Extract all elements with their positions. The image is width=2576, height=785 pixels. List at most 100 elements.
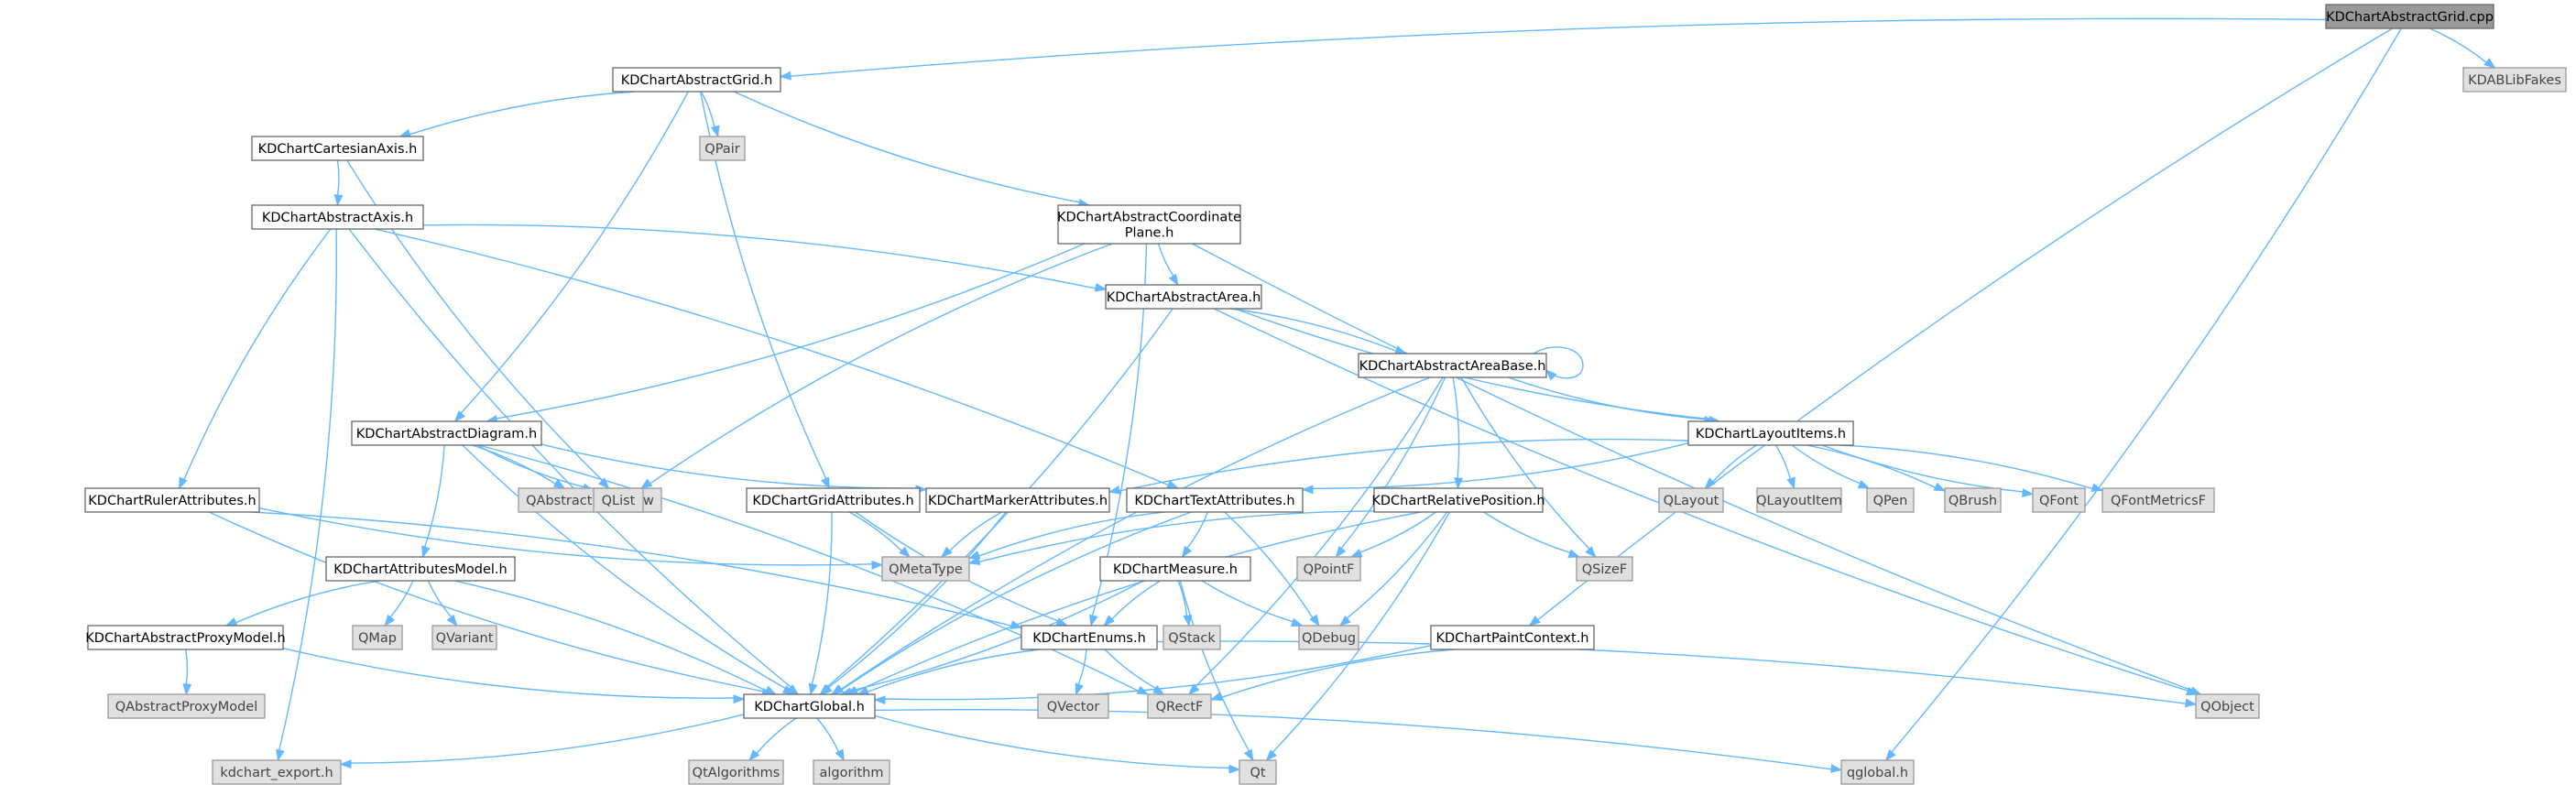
edge-attrmodel-to-qvariant [427,580,458,627]
edge-arrowhead [1338,615,1351,627]
edge-arrowhead [781,684,795,695]
node-textattr[interactable]: KDChartTextAttributes.h [1126,487,1304,513]
node-box [1576,556,1633,582]
edge-rulerattr-to-qmetatype [258,507,884,570]
edge-areabase-to-relpos [1452,376,1464,490]
node-label: QAbstractProxyModel [115,700,258,714]
node-layoutitems[interactable]: KDChartLayoutItems.h [1687,420,1854,446]
node-global[interactable]: KDChartGlobal.h [743,693,876,719]
edge-enums-to-qobject [1156,640,2198,708]
edge-arrowhead [1089,614,1098,627]
edge-arrowhead [1394,345,1407,354]
edge-arrowhead [1528,615,1541,627]
edge-line [1791,444,1861,485]
edge-line [1234,308,1711,420]
node-qfontmetricsf: QFontMetricsF [2101,487,2215,513]
edge-layoutitems-to-markerattr [1108,438,1689,495]
edge-global-to-qt [874,714,1241,774]
edge-line [1213,308,2189,692]
edge-textattr-to-qdebug [1224,511,1320,627]
node-qabstractproxymodel: QAbstractProxyModel [107,693,266,719]
edge-abstractdiagram-to-global [462,444,795,695]
edge-line [388,580,414,618]
node-box [352,625,403,650]
node-box [1298,625,1359,650]
edge-arrowhead [764,685,777,695]
node-rulerattr[interactable]: KDChartRulerAttributes.h [84,487,260,513]
edge-line [1118,438,1689,492]
edge-arrowhead [831,684,845,695]
node-box [325,556,516,582]
node-enums[interactable]: KDChartEnums.h [1021,625,1158,650]
edge-line [1536,27,2394,621]
edge-arrowhead [597,477,610,489]
node-label: KDChartAbstractDiagram.h [356,427,537,442]
node-box [743,693,876,719]
node-root[interactable]: KDChartAbstractGrid.cpp [2325,4,2494,29]
edge-line [855,511,1422,692]
node-kdchart_export: kdchart_export.h [212,759,342,785]
edge-arrowhead [1704,477,1717,490]
node-label: QDebug [1302,631,1356,646]
edge-arrowhead [2090,483,2104,492]
edge-arrowhead [1243,748,1254,762]
node-proxymodel[interactable]: KDChartAbstractProxyModel.h [85,625,286,650]
edge-markerattr-to-global [820,511,1007,695]
node-abstractarea[interactable]: KDChartAbstractArea.h [1105,284,1262,310]
edge-line [1201,580,1294,623]
edge-line [883,645,1432,701]
node-abstractdiagram[interactable]: KDChartAbstractDiagram.h [351,420,542,446]
edge-arrowhead [748,749,760,762]
node-box [881,556,970,582]
node-label: QVector [1047,700,1100,714]
node-label: KDChartMarkerAttributes.h [928,494,1108,508]
node-relpos[interactable]: KDChartRelativePosition.h [1371,487,1545,513]
node-attrmodel[interactable]: KDChartAttributesModel.h [325,556,516,582]
edge-arrowhead [2184,698,2198,708]
edge-line [849,580,1144,692]
node-abstractaxis[interactable]: KDChartAbstractAxis.h [251,204,424,230]
node-box [1756,487,1842,513]
edge-line [1346,511,1448,620]
node-label: kdchart_export.h [220,766,333,780]
node-paintcontext[interactable]: KDChartPaintContext.h [1430,625,1595,650]
edge-arrowhead [384,614,396,627]
edge-arrowhead [733,694,746,704]
node-cartesianaxis[interactable]: KDChartCartesianAxis.h [251,136,424,161]
node-box [1021,625,1158,650]
node-label: algorithm [820,766,884,780]
node-qmetatype: QMetaType [881,556,970,582]
node-areabase[interactable]: KDChartAbstractAreaBase.h [1358,353,1547,378]
edge-line [1177,580,1188,617]
node-label: QLayout [1664,494,1719,508]
edge-abstractaxis-to-textattr [374,228,1180,489]
edges-layer [179,17,2496,774]
node-qlayoutitem: QLayoutItem [1756,487,1842,513]
edge-arrowhead [967,556,981,565]
edge-areabase-to-qsizef [1460,376,1597,559]
edge-line [258,507,874,566]
edge-line [1359,511,1436,553]
edge-abstractaxis-to-abstractarea [422,224,1108,292]
edge-arrowhead [786,683,800,695]
node-qglobal: qglobal.h [1840,759,1915,785]
edge-arrowhead [710,125,720,138]
edge-arrowhead [1209,692,1223,701]
node-gridattr[interactable]: KDChartGridAttributes.h [746,487,921,513]
node-box [251,136,424,161]
node-label: KDChartAbstractCoordinate [1057,211,1241,225]
edge-line [1179,580,1250,753]
node-markerattr[interactable]: KDChartMarkerAttributes.h [925,487,1110,513]
node-measure[interactable]: KDChartMeasure.h [1099,556,1251,582]
node-qpair: QPair [699,136,746,161]
edge-line [1533,346,1584,379]
node-label: Qt [1250,766,1265,780]
node-label: KDChartLayoutItems.h [1696,427,1846,442]
edge-arrowhead [835,748,845,762]
edge-areabase-to-areabase [1533,346,1584,381]
edge-line [453,580,768,692]
node-abstractgrid[interactable]: KDChartAbstractGrid.h [612,67,781,93]
node-label: KDChartAttributesModel.h [333,562,507,577]
